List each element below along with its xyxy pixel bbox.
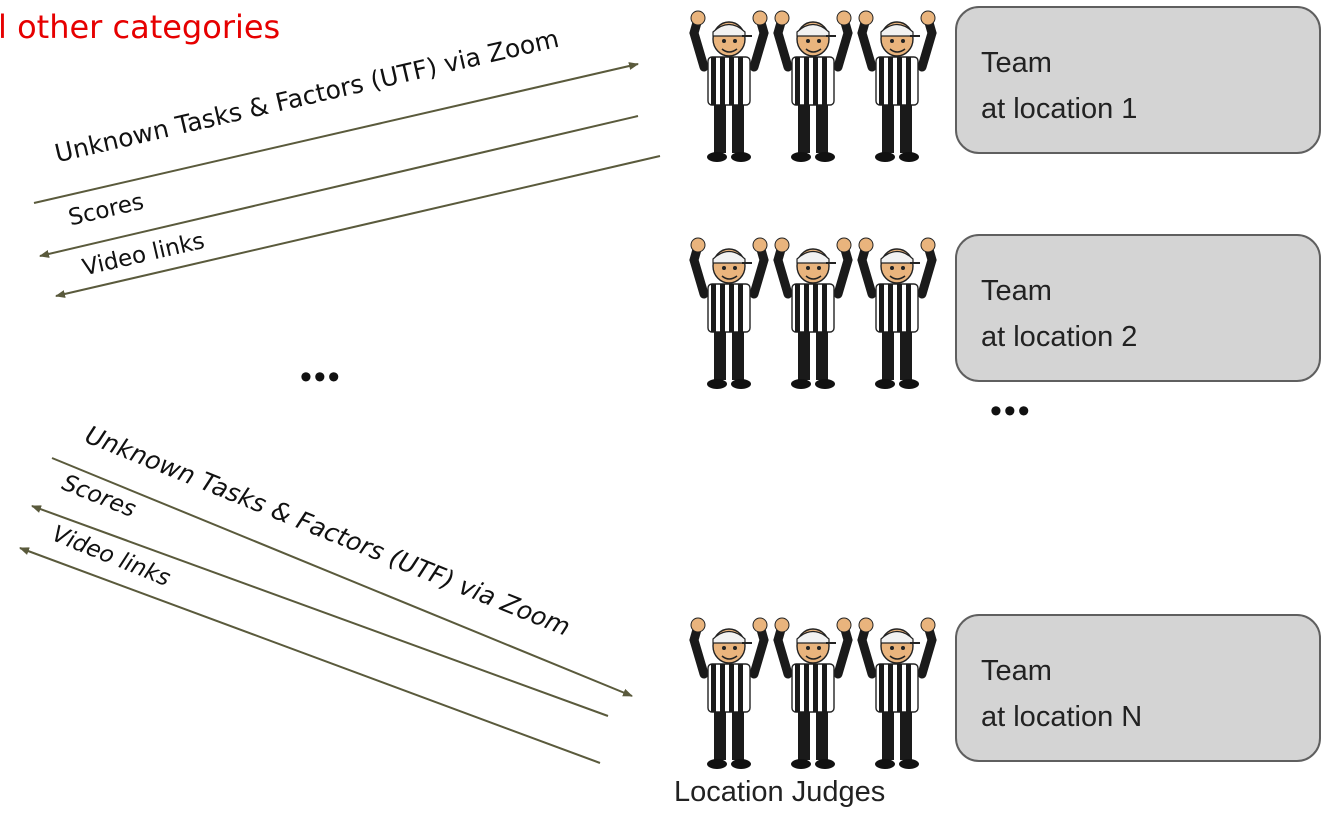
arrow-utf-bottom — [51, 457, 633, 697]
referee-group-1 — [688, 5, 940, 165]
ellipsis-right: ••• — [990, 392, 1032, 430]
referee-icon — [856, 5, 938, 170]
team-location: at location 1 — [981, 93, 1138, 125]
referee-group-2 — [688, 232, 940, 392]
arrow-utf-top — [33, 62, 639, 204]
location-judges-caption: Location Judges — [674, 776, 886, 808]
ellipsis-left: ••• — [300, 358, 342, 396]
referee-icon — [856, 612, 938, 777]
arrow-scores-top — [39, 115, 639, 258]
team-location: at location N — [981, 701, 1143, 733]
referee-icon — [772, 612, 854, 777]
referee-icon — [688, 5, 770, 170]
team-title: Team — [981, 655, 1052, 687]
referee-icon — [772, 232, 854, 397]
referee-icon — [688, 612, 770, 777]
team-box-3: Team at location N — [955, 614, 1321, 762]
team-box-2: Team at location 2 — [955, 234, 1321, 382]
team-location: at location 2 — [981, 321, 1138, 353]
referee-icon — [772, 5, 854, 170]
arrow-videolinks-bottom — [19, 547, 601, 764]
header-red-text: l other categories — [0, 8, 281, 46]
referee-group-3 — [688, 612, 940, 772]
referee-icon — [688, 232, 770, 397]
team-box-1: Team at location 1 — [955, 6, 1321, 154]
team-title: Team — [981, 275, 1052, 307]
team-title: Team — [981, 47, 1052, 79]
referee-icon — [856, 232, 938, 397]
arrow-scores-bottom — [31, 505, 609, 717]
arrow-videolinks-top — [55, 155, 661, 298]
